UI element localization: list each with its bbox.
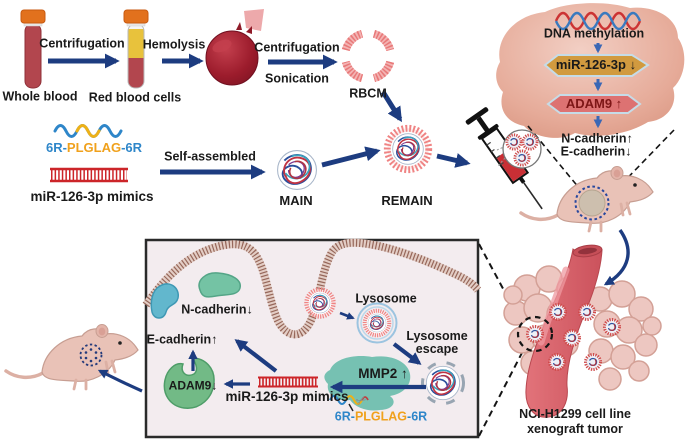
inset-peptide-6r-right: -6R	[407, 409, 428, 424]
remain-nanoparticle	[387, 128, 428, 169]
peptide-6r-right: -6R	[121, 140, 143, 156]
adam9-up-label: ADAM9 ↑	[565, 96, 623, 112]
mimics-ladder-inset	[258, 376, 318, 388]
nanoparticle-magnifier	[496, 129, 542, 169]
arrow-remain-to-syringe	[436, 153, 471, 168]
nanoparticle-endocytosis	[307, 290, 334, 317]
adam9-down-label: ADAM9↓	[168, 378, 218, 393]
mimics-label: miR-126-3p mimics	[30, 188, 154, 204]
whole-blood-label: Whole blood	[2, 89, 78, 104]
lysosome-label: Lysosome	[355, 291, 417, 306]
arrow-mimics-to-cadherins	[234, 339, 278, 373]
mechanism-inset-box: ✂	[146, 240, 478, 439]
n-cadherin-blob	[198, 272, 241, 298]
mmp2-enzyme-blob	[324, 356, 411, 411]
arrow-main-to-remain	[321, 146, 381, 168]
e-cadherin-up-label: E-cadherin↑	[146, 332, 218, 347]
arrow-to-lysosome	[339, 311, 355, 320]
peptide-6r-left: 6R-	[45, 140, 67, 156]
inset-peptide-label: 6R-PLGLAG-6R	[335, 410, 427, 423]
red-blood-cells-label: Red blood cells	[88, 90, 182, 105]
arrow-to-treated-mouse	[97, 369, 143, 393]
rbcm-label: RBCM	[349, 86, 387, 101]
magnified-region-circle	[516, 315, 554, 353]
e-cadherin-down-label: E-cadherin↓	[560, 144, 632, 159]
escaped-nanoparticle	[421, 361, 465, 405]
inset-callout-lines	[478, 243, 526, 437]
self-assembled-label: Self-assembled	[164, 149, 256, 164]
centrifugation-1-label: Centrifugation	[39, 36, 125, 51]
tumor-mouse	[519, 164, 655, 233]
treated-mouse	[4, 322, 140, 391]
shrunken-tumor-ring	[79, 343, 103, 367]
adam9-protein-blob	[163, 357, 215, 409]
lysosome	[356, 302, 398, 344]
lysosome-escape-line1: Lysosome	[406, 328, 468, 343]
lysosome-escape-line2: escape	[415, 342, 459, 356]
main-label: MAIN	[279, 193, 313, 209]
peptide-label: 6R-PLGLAG-6R	[46, 141, 142, 155]
tumor-label-line1: NCI-H1299 cell line	[519, 407, 631, 421]
n-cadherin-up-label: N-cadherin↑	[561, 131, 633, 146]
tumor-dashed-ring	[574, 185, 610, 221]
arrow-rbcm-to-remain	[380, 90, 403, 123]
mir-down-pill	[543, 54, 650, 77]
mmp2-label: MMP2 ↑	[358, 365, 408, 381]
dna-methylation-label: DNA methylation	[543, 26, 645, 41]
hemolysis-label: Hemolysis	[142, 37, 206, 52]
red-blood-cells-tube	[123, 9, 149, 89]
adam9-up-pill	[546, 94, 642, 114]
rbc-membrane-fragments	[341, 29, 395, 83]
tumor-cell-blob	[496, 3, 685, 138]
centrifugation-2-label: Centrifugation	[254, 40, 340, 55]
tumor-residual-dots	[84, 348, 98, 363]
arrow-lysosome-escape	[392, 342, 422, 365]
mir-down-label: miR-126-3p ↓	[555, 57, 637, 73]
n-cadherin-down-label: N-cadherin↓	[181, 302, 253, 317]
peptide-squiggle	[53, 124, 123, 138]
tumor-label-line2: xenograft tumor	[527, 422, 623, 436]
dna-helix-icon	[554, 11, 642, 31]
inset-mimics-label: miR-126-3p mimics	[225, 388, 349, 404]
sonication-label: Sonication	[265, 71, 329, 86]
mimics-ladder	[50, 167, 128, 183]
e-cadherin-blob	[150, 283, 179, 319]
remain-label: REMAIN	[381, 193, 433, 209]
xenograft-tumor	[503, 244, 662, 418]
inset-peptide-core: PLGLAG	[354, 409, 408, 424]
whole-blood-tube	[20, 9, 46, 89]
inset-peptide-6r-left: 6R-	[334, 409, 355, 424]
main-nanoparticle	[276, 149, 318, 191]
peptide-core: PLGLAG	[66, 140, 122, 156]
red-blood-cell	[205, 9, 264, 86]
arrow-mouse-to-vessel	[603, 229, 630, 286]
